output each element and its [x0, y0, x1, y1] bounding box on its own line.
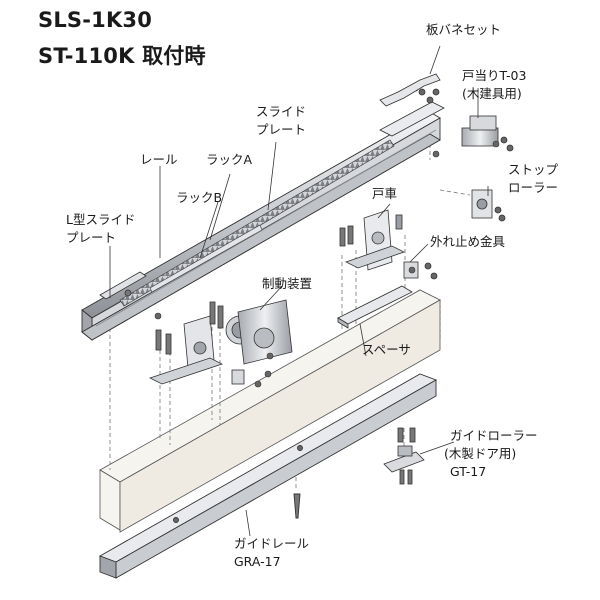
model-title: SLS-1K30 — [38, 8, 153, 32]
installation-subtitle: ST-110K 取付時 — [38, 44, 206, 68]
label-guide-roller-note: (木製ドア用) — [444, 446, 517, 461]
door-panel — [99, 289, 441, 533]
label-rack-a: ラックA — [206, 152, 253, 167]
label-slide-plate-line1: スライド — [256, 104, 307, 119]
label-door-stop-note: (木建具用) — [462, 86, 522, 101]
stop-roller-part — [471, 189, 506, 222]
l-slide-plate — [99, 271, 147, 300]
label-slide-plate-line2: プレート — [256, 122, 307, 137]
rack-strip — [119, 139, 395, 307]
label-guide-rail-code: GRA-17 — [234, 554, 281, 569]
label-rail: レール — [140, 152, 178, 167]
label-l-slide-line1: L型スライド — [66, 212, 136, 227]
spacer-part — [337, 285, 413, 329]
guide-rail-part — [98, 373, 438, 579]
leaf-spring — [379, 73, 441, 107]
guide-roller-part — [383, 427, 425, 485]
label-guide-roller-code: GT-17 — [450, 464, 487, 479]
label-door-stop: 戸当りT-03 — [462, 68, 527, 83]
screws — [154, 140, 500, 388]
label-rack-b: ラックB — [176, 190, 223, 205]
brake-device-part — [148, 299, 293, 385]
label-l-slide-line2: プレート — [66, 230, 117, 245]
label-guide-roller: ガイドローラー — [450, 428, 538, 443]
slide-plate — [379, 101, 445, 137]
door-stop-part — [461, 115, 514, 152]
leader-lines — [109, 45, 489, 537]
label-anti-derail: 外れ止め金具 — [430, 234, 506, 249]
label-stop-roller-line2: ローラー — [508, 180, 559, 195]
label-guide-rail: ガイドレール — [234, 536, 310, 551]
label-door-roller: 戸車 — [372, 186, 398, 201]
label-stop-roller-line1: ストップ — [508, 162, 559, 177]
label-leaf-spring-set: 板バネセット — [426, 22, 502, 37]
door-roller-part — [339, 209, 406, 271]
label-brake-device: 制動装置 — [262, 276, 313, 291]
label-spacer: スペーサ — [362, 342, 411, 357]
